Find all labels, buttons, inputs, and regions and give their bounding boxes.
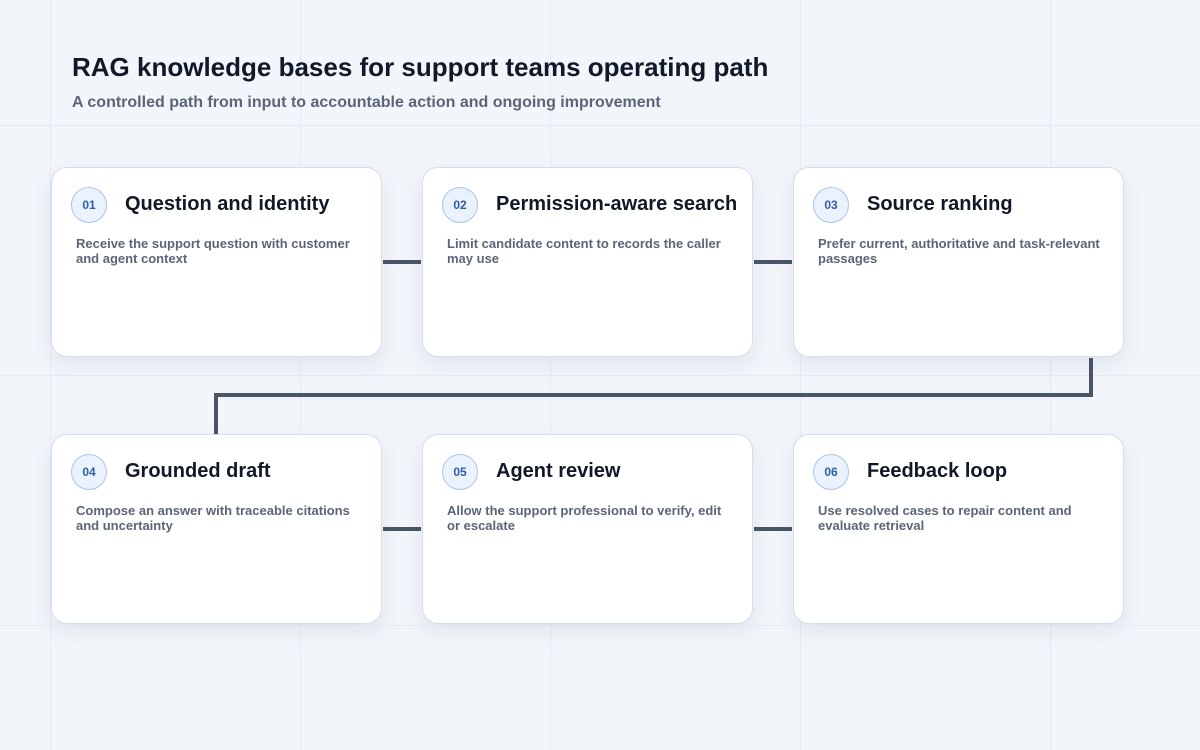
step-number-badge: 05 bbox=[442, 454, 478, 490]
step-title: Question and identity bbox=[125, 193, 330, 215]
step-number-badge: 06 bbox=[813, 454, 849, 490]
step-description: Limit candidate content to records the c… bbox=[447, 236, 721, 266]
step-number-badge: 02 bbox=[442, 187, 478, 223]
step-description: Compose an answer with traceable citatio… bbox=[76, 503, 350, 533]
connector-03-04 bbox=[214, 358, 1093, 434]
step-description: Prefer current, authoritative and task-r… bbox=[818, 236, 1100, 266]
page-title: RAG knowledge bases for support teams op… bbox=[72, 52, 769, 82]
step-card-05: 05 Agent review Allow the support profes… bbox=[422, 434, 753, 624]
step-description: Use resolved cases to repair content and… bbox=[818, 503, 1072, 533]
step-number-badge: 03 bbox=[813, 187, 849, 223]
step-card-01: 01 Question and identity Receive the sup… bbox=[51, 167, 382, 357]
step-number-badge: 04 bbox=[71, 454, 107, 490]
step-title: Agent review bbox=[496, 460, 621, 482]
step-title: Source ranking bbox=[867, 193, 1013, 215]
step-card-03: 03 Source ranking Prefer current, author… bbox=[793, 167, 1124, 357]
step-card-04: 04 Grounded draft Compose an answer with… bbox=[51, 434, 382, 624]
step-title: Permission-aware search bbox=[496, 193, 738, 215]
page-subtitle: A controlled path from input to accounta… bbox=[72, 94, 661, 111]
step-card-06: 06 Feedback loop Use resolved cases to r… bbox=[793, 434, 1124, 624]
step-card-02: 02 Permission-aware search Limit candida… bbox=[422, 167, 753, 357]
step-description: Allow the support professional to verify… bbox=[447, 503, 722, 533]
step-title: Grounded draft bbox=[125, 460, 271, 482]
step-description: Receive the support question with custom… bbox=[76, 236, 350, 266]
step-number-badge: 01 bbox=[71, 187, 107, 223]
step-title: Feedback loop bbox=[867, 460, 1008, 482]
